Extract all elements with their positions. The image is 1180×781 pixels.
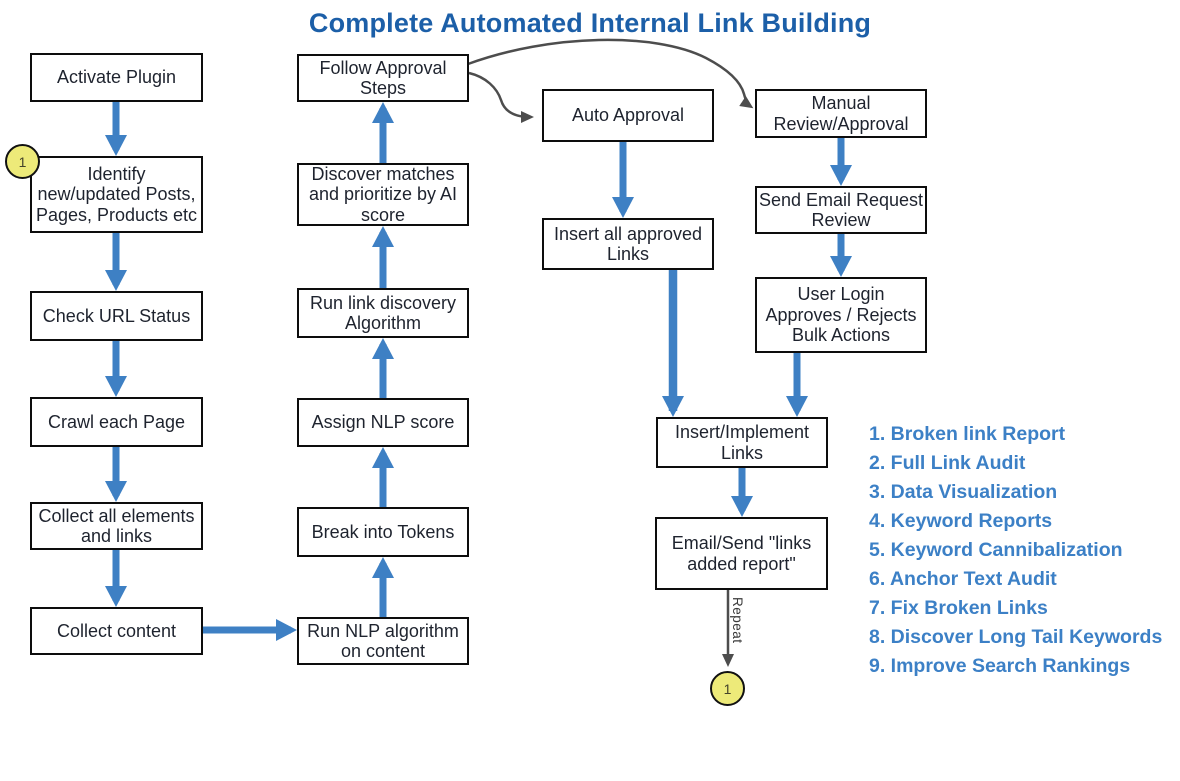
loop-marker-start: 1	[5, 144, 40, 179]
benefit-item: 5. Keyword Cannibalization	[869, 539, 1123, 561]
node-label: Follow Approval Steps	[319, 57, 447, 99]
node-label: Collect content	[56, 620, 177, 641]
node-assign-nlp-score: Assign NLP score	[297, 398, 469, 447]
node-label: Discover matches and prioritize by AI sc…	[308, 163, 458, 225]
benefit-item: 3. Data Visualization	[869, 481, 1058, 503]
benefits-list: 1. Broken link Report 2. Full Link Audit…	[869, 420, 1162, 681]
node-email-send-report: Email/Send "links added report"	[655, 517, 828, 590]
node-discover-matches: Discover matches and prioritize by AI sc…	[297, 163, 469, 226]
curve-followapproval-to-autoapproval	[468, 71, 534, 123]
benefit-item: 2. Full Link Audit	[869, 452, 1026, 474]
node-insert-approved-links: Insert all approved Links	[542, 218, 714, 270]
node-check-url-status: Check URL Status	[30, 291, 203, 341]
benefit-item: 9. Improve Search Rankings	[869, 655, 1131, 677]
node-label: Crawl each Page	[47, 411, 186, 432]
node-label: User Login Approves / Rejects Bulk Actio…	[765, 284, 917, 346]
node-label: Check URL Status	[42, 305, 191, 326]
node-label: Identify new/updated Posts, Pages, Produ…	[35, 163, 198, 225]
node-insert-implement-links: Insert/Implement Links	[656, 417, 828, 468]
node-auto-approval: Auto Approval	[542, 89, 714, 142]
node-collect-elements: Collect all elements and links	[30, 502, 203, 550]
node-label: Activate Plugin	[56, 67, 177, 88]
benefit-item: 8. Discover Long Tail Keywords	[869, 626, 1163, 648]
node-label: Insert/Implement Links	[674, 422, 810, 463]
loop-marker-number: 1	[723, 680, 732, 697]
benefit-item: 6. Anchor Text Audit	[869, 568, 1057, 590]
node-label: Manual Review/Approval	[773, 93, 909, 134]
node-send-email-request: Send Email Request Review	[755, 186, 927, 234]
repeat-label: Repeat	[730, 597, 745, 644]
benefit-item: 7. Fix Broken Links	[869, 597, 1048, 619]
node-label: Email/Send "links added report"	[671, 533, 812, 574]
benefit-item: 4. Keyword Reports	[869, 510, 1053, 532]
node-crawl-each-page: Crawl each Page	[30, 397, 203, 447]
loop-marker-end: 1	[710, 671, 745, 706]
diagram-title: Complete Automated Internal Link Buildin…	[308, 8, 872, 38]
node-break-into-tokens: Break into Tokens	[297, 507, 469, 557]
node-label: Auto Approval	[571, 105, 685, 126]
node-label: Run NLP algorithm on content	[307, 620, 459, 662]
node-run-nlp-algorithm: Run NLP algorithm on content	[297, 617, 469, 665]
loop-marker-number: 1	[18, 153, 27, 170]
benefit-item: 1. Broken link Report	[869, 423, 1066, 445]
node-follow-approval-steps: Follow Approval Steps	[297, 54, 469, 102]
node-activate-plugin: Activate Plugin	[30, 53, 203, 102]
node-collect-content: Collect content	[30, 607, 203, 655]
node-identify-posts: Identify new/updated Posts, Pages, Produ…	[30, 156, 203, 233]
node-label: Insert all approved Links	[553, 223, 703, 265]
node-run-link-discovery: Run link discovery Algorithm	[297, 288, 469, 338]
node-label: Break into Tokens	[311, 521, 455, 542]
node-user-login-approves: User Login Approves / Rejects Bulk Actio…	[755, 277, 927, 353]
node-label: Run link discovery Algorithm	[309, 292, 457, 334]
node-label: Collect all elements and links	[38, 505, 195, 547]
node-label: Assign NLP score	[311, 412, 455, 433]
node-manual-review-approval: Manual Review/Approval	[755, 89, 927, 138]
node-label: Send Email Request Review	[758, 189, 924, 231]
